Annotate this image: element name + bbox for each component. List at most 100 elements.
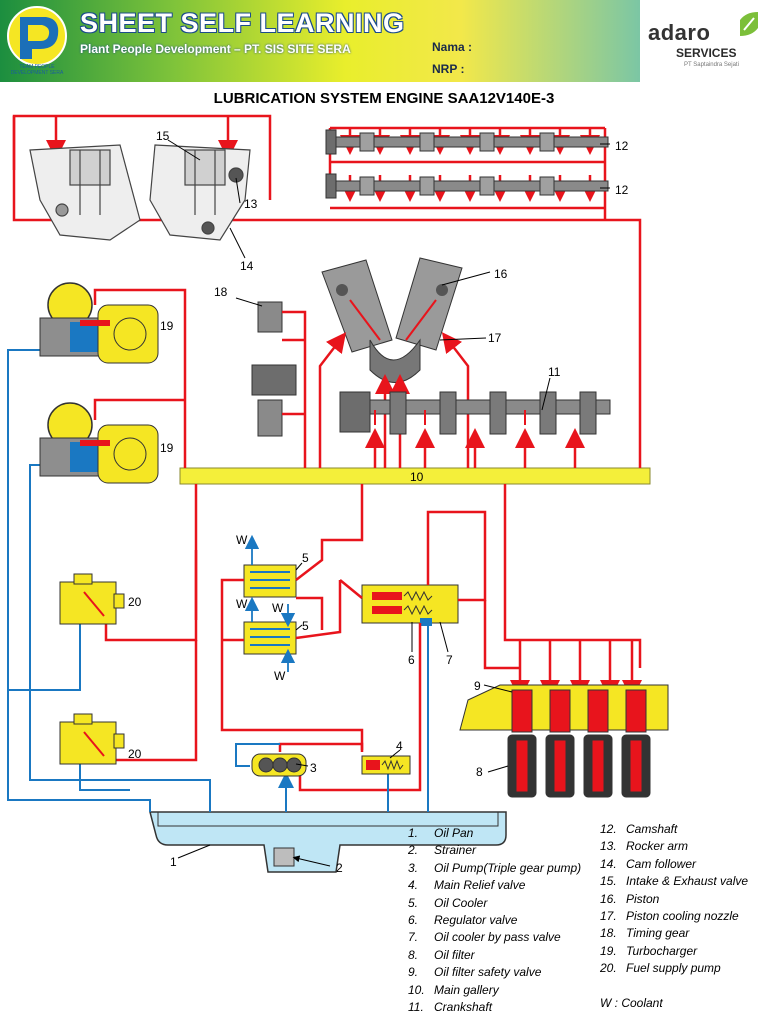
legend-item-text: Piston cooling nozzle (626, 909, 739, 924)
legend-item-number: 20. (600, 961, 617, 976)
legend-item: 9. Oil filter safety valve (408, 964, 581, 981)
legend-item: 19.Turbocharger (600, 943, 748, 960)
coolant-mark-3: W (272, 601, 284, 615)
cylinder-head-left (29, 144, 141, 241)
legend-item-number: 5. (408, 895, 419, 910)
legend-item: 3.Oil Pump(Triple gear pump) (408, 860, 581, 877)
coolant-mark-1: W (236, 533, 248, 547)
legend-item: 11.Crankshaft (408, 999, 581, 1016)
legend-item-text: Cam follower (626, 856, 697, 871)
legend-item-text: Main gallery (434, 982, 499, 997)
legend-item-text: Regulator valve (434, 913, 518, 928)
camshaft-upper (325, 129, 609, 155)
legend-item: 13. Rocker arm (600, 838, 748, 855)
callout-fuel-pump-lower: 20 (128, 747, 142, 761)
callout-strainer: 2 (336, 861, 343, 875)
cylinder-head-right (149, 144, 251, 241)
legend-item-text: Timing gear (626, 926, 690, 941)
legend-item-text: Fuel supply pump (626, 961, 721, 976)
company-division: SERVICES (676, 46, 737, 60)
fuel-supply-pump-upper (59, 573, 125, 625)
sheet-title: SHEET SELF LEARNING (80, 8, 405, 38)
legend-item-text: Intake & Exhaust valve (626, 874, 749, 889)
legend-item-number: 13. (600, 839, 617, 854)
legend-item-number: 8. (408, 947, 419, 962)
logo-caption: TEAM PEOPLE DEVELOPMENT SERA (10, 64, 64, 76)
legend-item-text: Oil filter safety valve (434, 965, 542, 980)
crankshaft-feed-lines (365, 428, 585, 468)
coolant-mark-2: W (236, 597, 248, 611)
legend-item-text: Crankshaft (434, 1000, 493, 1015)
legend-item-text: Oil Pan (434, 826, 474, 840)
main-gallery-label: 10 (410, 470, 424, 484)
diagram-title: LUBRICATION SYSTEM ENGINE SAA12V140E-3 (213, 90, 555, 107)
legend-item-number: 14. (600, 856, 617, 871)
callout-intake-exhaust-valve: 15 (156, 129, 170, 143)
company-name: adaro (648, 20, 711, 45)
oil-pan (149, 811, 507, 873)
legend-item-number: 18. (600, 926, 617, 941)
legend-item-text: Oil Cooler (434, 895, 488, 910)
legend-item: 7.Oil cooler by pass valve (408, 929, 581, 946)
adaro-leaf-icon (740, 12, 758, 36)
legend-item: 4. Main Relief valve (408, 877, 581, 894)
turbocharger-lower (39, 402, 159, 484)
legend-item-text: Rocker arm (626, 839, 689, 854)
callout-turbocharger-lower: 19 (160, 441, 174, 455)
legend-item-number: 7. (408, 930, 419, 945)
legend-item: 17. Piston cooling nozzle (600, 908, 748, 925)
legend-item: 18. Timing gear (600, 925, 748, 942)
legend-item: 14. Cam follower (600, 856, 748, 873)
callout-piston-cooling-nozzle: 17 (488, 331, 502, 345)
callout-oil-pan: 1 (170, 855, 177, 869)
legend-item-number: 4. (408, 878, 419, 893)
callout-timing-gear: 18 (214, 285, 228, 299)
callout-oil-cooler-lower: 5 (302, 619, 309, 633)
callout-bypass-valve: 7 (446, 653, 453, 667)
legend-item: 5. Oil Cooler (408, 895, 581, 912)
legend-item: 10.Main gallery (408, 982, 581, 999)
callout-piston: 16 (494, 267, 508, 281)
legend-item: 16. Piston (600, 891, 748, 908)
legend-item-text: Oil Pump(Triple gear pump) (434, 860, 582, 875)
nama-field-label: Nama : (432, 40, 473, 54)
camshaft-lower (325, 173, 609, 199)
legend-item: 2.Strainer (408, 842, 581, 859)
oil-filters (507, 689, 651, 798)
legend-item-text: Piston (626, 891, 660, 906)
middle-oil-lines (220, 484, 642, 792)
callout-fuel-pump-upper: 20 (128, 595, 142, 609)
coolant-mark-4: W (274, 669, 286, 683)
main-gallery (179, 467, 651, 485)
callout-camshaft-lower: 12 (615, 183, 629, 197)
legend-item: 6.Regulator valve (408, 912, 581, 929)
legend-item-number: 12. (600, 822, 617, 836)
callout-camshaft-upper: 12 (615, 139, 629, 153)
callout-rocker-arm: 13 (244, 197, 258, 211)
legend-item: 20. Fuel supply pump (600, 960, 748, 977)
coolant-lines (244, 534, 296, 672)
legend-item-text: Camshaft (626, 822, 678, 836)
nrp-field-label: NRP : (432, 62, 465, 76)
oil-cooler-upper (243, 564, 297, 598)
callout-main-relief-valve: 4 (396, 739, 403, 753)
legend-item-number: 2. (408, 843, 419, 858)
timing-gear (251, 301, 307, 468)
legend-item: 1. Oil Pan (408, 825, 581, 842)
legend-item: 15.Intake & Exhaust valve (600, 873, 748, 890)
strainer (273, 847, 295, 867)
crankshaft (339, 391, 611, 435)
legend-item: 8.Oil filter (408, 947, 581, 964)
legend-item-text: Turbocharger (626, 943, 698, 958)
header-banner (0, 0, 768, 82)
legend-item-number: 1. (408, 826, 419, 840)
legend-item-number: 17. (600, 909, 617, 924)
callout-oil-cooler-upper: 5 (302, 551, 309, 565)
oil-cooler-lower (243, 621, 297, 655)
legend-item-number: 16. (600, 891, 617, 906)
legend-item-number: 9. (408, 965, 419, 980)
legend-item-text: Main Relief valve (434, 878, 526, 893)
callout-turbocharger-upper: 19 (160, 319, 174, 333)
